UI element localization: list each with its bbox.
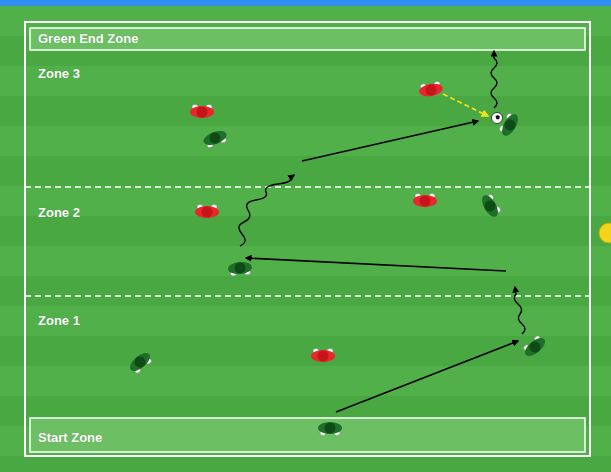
zone-label: Green End Zone: [38, 31, 593, 46]
start-zone-band: Start Zone: [30, 418, 593, 452]
zone-label: Zone 2: [38, 205, 603, 220]
zone-label: Start Zone: [38, 430, 593, 445]
zone-band: Zone 2: [25, 187, 603, 296]
zone-band: Zone 1: [25, 296, 603, 418]
zone-label: Zone 1: [38, 313, 603, 328]
zone-band: Zone 3: [25, 50, 603, 187]
end-zone-band: Green End Zone: [30, 28, 593, 50]
zone-label: Zone 3: [38, 66, 603, 81]
